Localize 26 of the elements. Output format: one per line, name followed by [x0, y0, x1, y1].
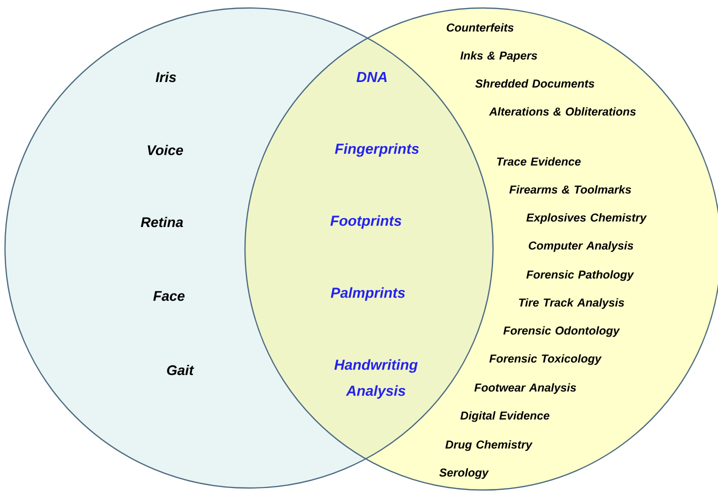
overlap-label: DNA [356, 72, 387, 82]
item-label: Forensic Pathology [526, 270, 634, 281]
item-label: Retina [140, 216, 183, 228]
item-label: Counterfeits [446, 23, 514, 32]
item-label: Face [153, 291, 185, 301]
overlap-label: Footprints [330, 215, 402, 229]
item-label: Computer Analysis [528, 241, 634, 252]
item-label: Voice [148, 144, 184, 156]
item-label: Inks & Papers [460, 51, 538, 62]
item-label: Drug Chemistry [445, 440, 533, 451]
item-label: Tire Track Analysis [519, 298, 624, 309]
item-label: Serology [439, 468, 489, 479]
item-label: Trace Evidence [497, 157, 581, 166]
overlap-label: Fingerprints [334, 143, 419, 157]
item-label: Forensic Toxicology [489, 354, 602, 365]
item-label: Explosives Chemistry [526, 213, 647, 224]
item-label: Iris [156, 72, 176, 82]
item-label: Alterations & Obliterations [488, 107, 636, 116]
item-label: Gait [167, 364, 194, 376]
overlap-label: Palmprints [330, 287, 405, 301]
item-label: Digital Evidence [460, 411, 550, 422]
item-label: Shredded Documents [475, 79, 594, 88]
item-label: Forensic Odontology [503, 326, 620, 337]
item-label: Firearms & Toolmarks [509, 185, 632, 194]
overlap-label: Handwriting Analysis [334, 359, 418, 399]
item-label: Footwear Analysis [474, 383, 576, 394]
